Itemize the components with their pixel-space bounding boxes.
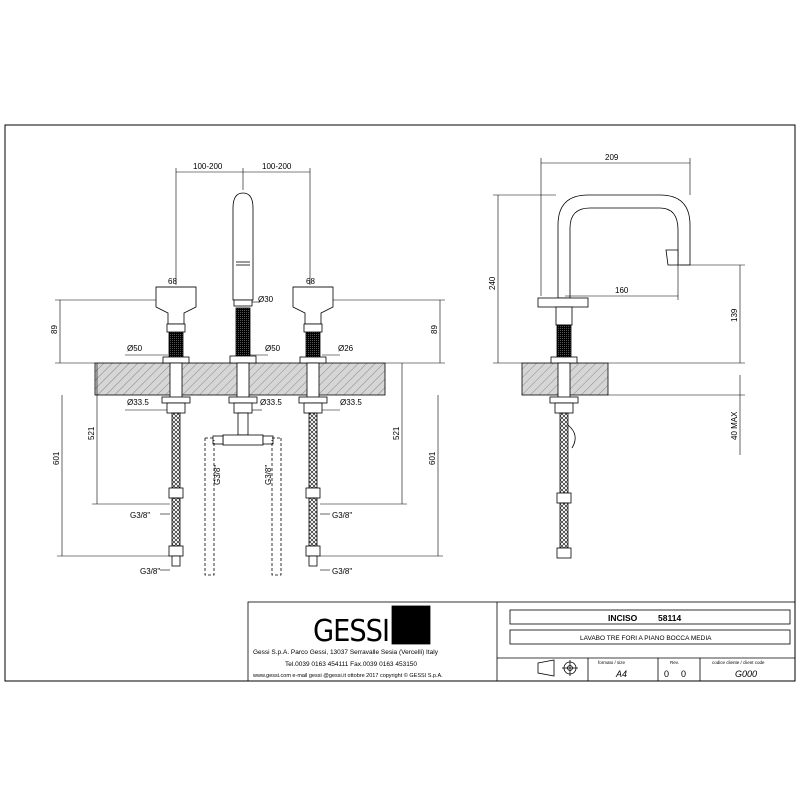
- conn-left-upper: G3/8": [130, 511, 150, 520]
- product-name: INCISO: [608, 613, 638, 623]
- client-code-value: G000: [735, 669, 757, 679]
- product-description: LAVABO TRE FORI A PIANO BOCCA MEDIA: [580, 635, 712, 642]
- format-value: A4: [615, 669, 627, 679]
- conn-left-lower: G3/8": [140, 567, 160, 576]
- product-code: 58114: [658, 613, 681, 623]
- rev-label: Rev.: [670, 660, 679, 665]
- projection-symbol-icon: [537, 659, 578, 677]
- dim-height-right: 89: [430, 325, 439, 334]
- dim-shank-left: Ø33.5: [127, 398, 149, 407]
- conn-right-lower: G3/8": [332, 567, 352, 576]
- title-block: [247, 601, 796, 682]
- dim-handle-right: 68: [306, 277, 315, 286]
- company-line-2: Tel.0039 0163 454111 Fax.0039 0163 45315…: [285, 661, 417, 668]
- client-code-label: codice cliente / client code: [712, 660, 765, 665]
- dim-spacing-right: 100-200: [262, 162, 292, 171]
- side-view: [493, 158, 745, 559]
- dim-base-center: Ø50: [265, 344, 281, 353]
- dim-spout-offset: 160: [615, 286, 629, 295]
- conn-center-right: G3/8": [264, 465, 273, 485]
- dim-hose-right-601: 601: [428, 451, 437, 465]
- conn-center-left: G3/8": [213, 465, 222, 485]
- dim-height-left: 89: [50, 325, 59, 334]
- dim-reach: 209: [605, 153, 619, 162]
- dim-shank-center: Ø33.5: [260, 398, 282, 407]
- dim-spout-diameter: Ø30: [258, 295, 274, 304]
- rev-value-1: 0: [664, 669, 669, 679]
- dim-handle-left: 68: [168, 277, 177, 286]
- dim-hose-right-521: 521: [392, 426, 401, 440]
- rev-value-2: 0: [681, 669, 686, 679]
- conn-right-upper: G3/8": [332, 511, 352, 520]
- dim-body-height: 139: [730, 308, 739, 322]
- dim-base-right: Ø26: [338, 344, 354, 353]
- company-line-1: Gessi S.p.A. Parco Gessi, 13037 Serraval…: [253, 649, 439, 656]
- dim-spacing-left: 100-200: [193, 162, 223, 171]
- front-view: [55, 168, 445, 576]
- gessi-logo-square: [391, 605, 431, 645]
- center-spout: [212, 192, 274, 446]
- left-valve: [155, 286, 197, 567]
- brand-logo-text: GESSI: [313, 614, 389, 649]
- dim-shank-right: Ø33.5: [340, 398, 362, 407]
- dim-base-left: Ø50: [127, 344, 143, 353]
- dim-max-thickness: 40 MAX: [730, 411, 739, 440]
- format-label: formato / size: [598, 660, 626, 665]
- right-valve: [292, 286, 334, 567]
- dim-hose-left-601: 601: [52, 451, 61, 465]
- company-line-3: www.gessi.com e-mail gessi @gessi.it ott…: [252, 672, 443, 679]
- dim-hose-left-521: 521: [87, 426, 96, 440]
- dim-side-height: 240: [488, 276, 497, 290]
